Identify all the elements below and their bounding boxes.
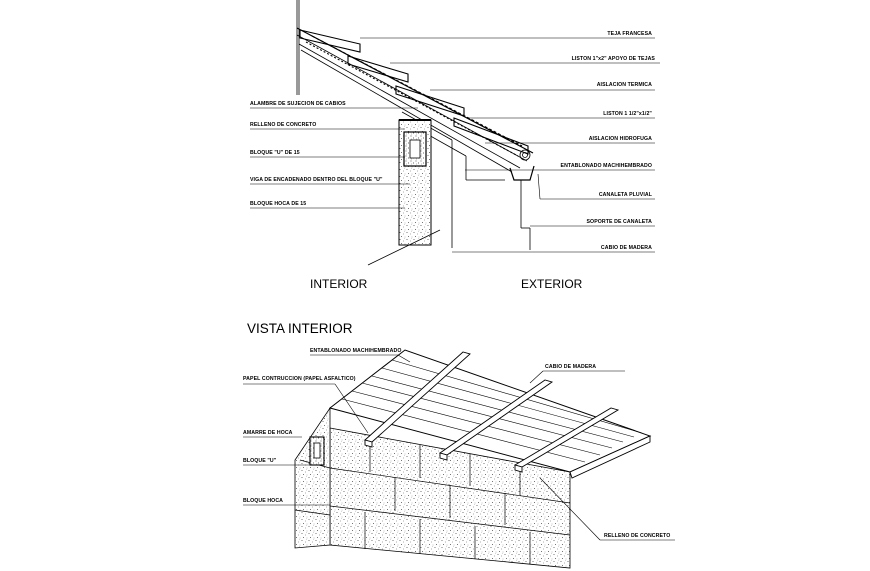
label-bloque-hoca: BLOQUE HOCA DE 15 [250,201,306,207]
label-liston: LISTON 1"x2" APOYO DE TEJAS [572,56,656,62]
view-label-amarre: AMARRE DE HOCA [243,430,293,436]
label-cabio: CABIO DE MADERA [601,245,652,251]
label-teja: TEJA FRANCESA [607,31,652,37]
interior-label: INTERIOR [310,277,368,291]
label-soporte: SOPORTE DE CANALETA [587,219,653,225]
view-label-relleno: RELLENO DE CONCRETO [604,533,670,539]
roof-tiles [299,29,529,157]
view-title: VISTA INTERIOR [247,321,353,336]
label-liston-2: LISTON 1 1/2"x1/2" [603,111,652,117]
view-label-cabio: CABIO DE MADERA [545,364,596,370]
section-labels-right: TEJA FRANCESA LISTON 1"x2" APOYO DE TEJA… [561,31,656,251]
view-leaders [243,354,675,541]
view-label-bloque-hoca: BLOQUE HOCA [243,498,283,504]
label-alambre: ALAMBRE DE SUJECION DE CABIOS [250,101,346,107]
section-leaders [250,37,660,253]
view-label-bloque-u: BLOQUE "U" [243,458,277,464]
view-label-papel: PAPEL CONTRUCCION (PAPEL ASFALTICO) [243,376,356,382]
label-aislacion-hidrofuga: AISLACION HIDROFUGA [589,136,652,142]
label-bloque-u: BLOQUE "U" DE 15 [250,150,300,156]
view-label-entablonado: ENTABLONADO MACHIHEMBRADO [310,348,401,354]
section-labels-left: ALAMBRE DE SUJECION DE CABIOS RELLENO DE… [250,101,383,207]
interior-view [294,349,652,569]
exterior-label: EXTERIOR [521,277,583,291]
wall-side [294,406,331,549]
view-labels: ENTABLONADO MACHIHEMBRADO PAPEL CONTRUCC… [243,348,670,539]
rafters [364,351,620,473]
roof-section [296,0,535,266]
label-relleno: RELLENO DE CONCRETO [250,122,316,128]
label-canaleta: CANALETA PLUVIAL [599,192,653,198]
label-entablonado: ENTABLONADO MACHIHEMBRADO [561,163,652,169]
label-aislacion-termica: AISLACION TERMICA [597,82,652,88]
label-viga: VIGA DE ENCADENADO DENTRO DEL BLOQUE "U" [250,177,383,183]
gutter [509,165,535,181]
